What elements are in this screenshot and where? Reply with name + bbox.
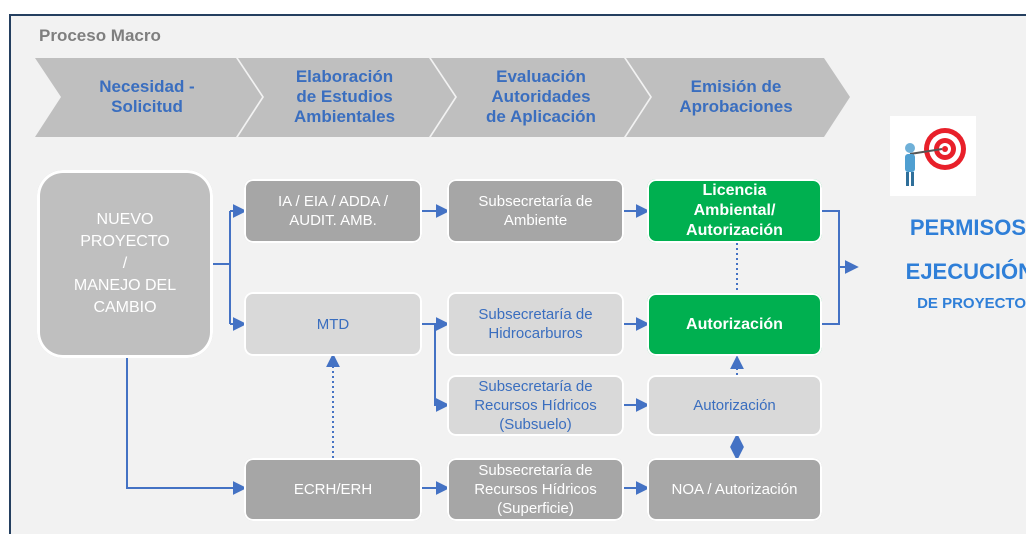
approval-label: NOA / Autorización bbox=[671, 481, 798, 498]
phase-label-1: Necesidad - Solicitud bbox=[99, 77, 195, 116]
phase-chevrons bbox=[35, 58, 850, 137]
outcome-line-3: DE PROYECTOS bbox=[917, 295, 1026, 312]
outcome-line-1: PERMISOS bbox=[909, 215, 1026, 240]
phase-chevron-3 bbox=[431, 58, 650, 137]
authority-label: Subsecretaría de Recursos Hídricos (Supe… bbox=[474, 462, 597, 517]
phase-chevron-4 bbox=[626, 58, 850, 137]
authority-label: Subsecretaría de Ambiente bbox=[478, 193, 593, 229]
approval-label: Licencia Ambiental/ Autorización bbox=[686, 181, 783, 242]
start-box-label: NUEVO PROYECTO / MANEJO DEL CAMBIO bbox=[73, 211, 177, 316]
study-label: MTD bbox=[316, 315, 350, 333]
approval-box-noa-autorizacion: NOA / Autorización bbox=[647, 458, 822, 521]
connector-appr1-to-merge bbox=[822, 210, 840, 325]
authority-box-hidrocarburos: Subsecretaría de Hidrocarburos bbox=[447, 292, 624, 356]
authority-box-recursos-hidricos-superficie: Subsecretaría de Recursos Hídricos (Supe… bbox=[447, 458, 624, 521]
approval-label: Autorización bbox=[686, 315, 783, 333]
study-box-ia-eia: IA / EIA / ADDA / AUDIT. AMB. bbox=[244, 179, 422, 243]
approval-box-autorizacion-subsuelo: Autorización bbox=[647, 375, 822, 436]
section-title: Proceso Macro bbox=[39, 26, 161, 45]
study-label: IA / EIA / ADDA / AUDIT. AMB. bbox=[277, 193, 389, 229]
phase-label-3: Evaluación Autoridades de Aplicación bbox=[486, 67, 596, 126]
phase-label-2: Elaboración de Estudios Ambientales bbox=[293, 67, 396, 126]
phase-chevron-1 bbox=[35, 58, 262, 137]
study-box-ecrh: ECRH/ERH bbox=[244, 458, 422, 521]
authority-label: Subsecretaría de Hidrocarburos bbox=[478, 306, 593, 342]
connector-start-to-ecrh bbox=[126, 358, 247, 495]
approval-label: Autorización bbox=[693, 397, 776, 414]
approval-box-autorizacion-hidrocarburos: Autorización bbox=[647, 293, 822, 356]
start-box-nuevo-proyecto: NUEVO PROYECTO / MANEJO DEL CAMBIO bbox=[37, 170, 213, 358]
study-box-mtd: MTD bbox=[244, 292, 422, 356]
outcome-line-2: EJECUCIÓN bbox=[905, 259, 1026, 284]
phase-chevron-2 bbox=[238, 58, 455, 137]
approval-box-licencia-ambiental: Licencia Ambiental/ Autorización bbox=[647, 179, 822, 243]
authority-box-recursos-hidricos-subsuelo: Subsecretaría de Recursos Hídricos (Subs… bbox=[447, 375, 624, 436]
study-label: ECRH/ERH bbox=[293, 481, 373, 498]
authority-box-ambiente: Subsecretaría de Ambiente bbox=[447, 179, 624, 243]
phase-label-4: Emisión de Aprobaciones bbox=[679, 77, 793, 116]
target-with-arrow-icon bbox=[890, 116, 976, 196]
connector-study2-branch bbox=[434, 324, 450, 412]
authority-label: Subsecretaría de Recursos Hídricos (Subs… bbox=[474, 378, 597, 433]
